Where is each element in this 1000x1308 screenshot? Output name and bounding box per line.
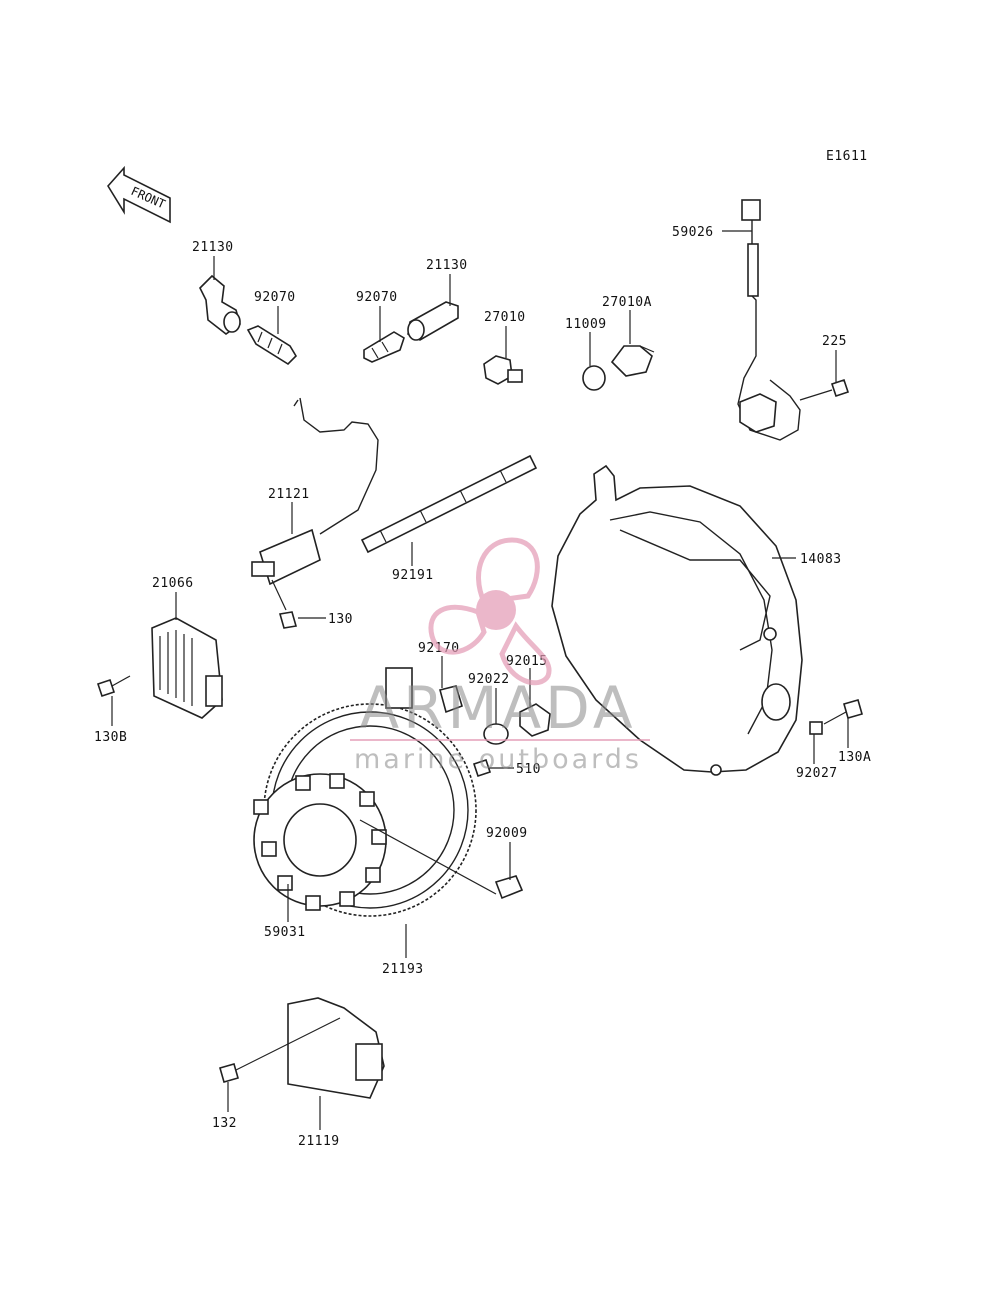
sensor-59026-part	[737, 199, 801, 441]
watermark-tagline: marine outboards	[354, 744, 642, 775]
callout-59026: 59026	[672, 225, 714, 240]
callout-14083: 14083	[800, 552, 842, 567]
plug-cap-left-part	[199, 274, 241, 335]
callout-21193: 21193	[382, 962, 424, 977]
callout-21130-left: 21130	[192, 240, 234, 255]
switch-27010-part	[483, 355, 523, 385]
bolt-132-part	[219, 1017, 341, 1083]
plug-cap-right-part	[407, 301, 459, 341]
clamp-92170-part	[385, 667, 463, 714]
watermark-brand: ARMADA	[359, 674, 636, 742]
callout-92009: 92009	[486, 826, 528, 841]
protector-tube-part	[360, 454, 538, 554]
ignition-coil-part	[251, 397, 379, 629]
callout-510: 510	[516, 762, 541, 777]
nut-92015-part	[519, 703, 551, 737]
callout-130: 130	[328, 612, 353, 627]
front-arrow-icon: FRONT	[107, 165, 171, 224]
callout-92070-left: 92070	[254, 290, 296, 305]
callout-21119: 21119	[298, 1134, 340, 1149]
callout-21130-right: 21130	[426, 258, 468, 273]
callout-92015: 92015	[506, 654, 548, 669]
gasket-11009-part	[582, 365, 606, 391]
callout-132: 132	[212, 1116, 237, 1131]
bolt-92009-part	[359, 819, 524, 900]
switch-27010a-part	[610, 345, 655, 377]
callout-27010a: 27010A	[602, 295, 652, 310]
callout-11009: 11009	[565, 317, 607, 332]
diagram-code: E1611	[826, 149, 868, 164]
callout-27010: 27010	[484, 310, 526, 325]
callout-225: 225	[822, 334, 847, 349]
callout-130a: 130A	[838, 750, 871, 765]
callout-92070-right: 92070	[356, 290, 398, 305]
callout-92027: 92027	[796, 766, 838, 781]
screw-225-part	[799, 378, 850, 401]
leader-lines	[111, 230, 849, 1130]
key-510-part	[472, 758, 492, 778]
bolt-130a-part	[823, 699, 863, 725]
spark-plug-left-part	[246, 325, 298, 366]
callout-labels: 21130 92070 92070 21130 27010 11009 2701…	[94, 225, 871, 1149]
watermark-logo-icon	[428, 537, 552, 686]
callout-92191: 92191	[392, 568, 434, 583]
callout-92022: 92022	[468, 672, 510, 687]
spark-plug-right-part	[363, 331, 405, 363]
callout-59031: 59031	[264, 925, 306, 940]
bolt-130b-part	[96, 675, 131, 698]
regulator-21066-part	[151, 617, 223, 719]
cdi-unit-part	[287, 997, 385, 1099]
callout-21121: 21121	[268, 487, 310, 502]
callout-130b: 130B	[94, 730, 127, 745]
stator-part	[253, 773, 387, 911]
collar-92027-part	[809, 721, 823, 735]
callout-21066: 21066	[152, 576, 194, 591]
flywheel-cover-part	[551, 464, 803, 776]
